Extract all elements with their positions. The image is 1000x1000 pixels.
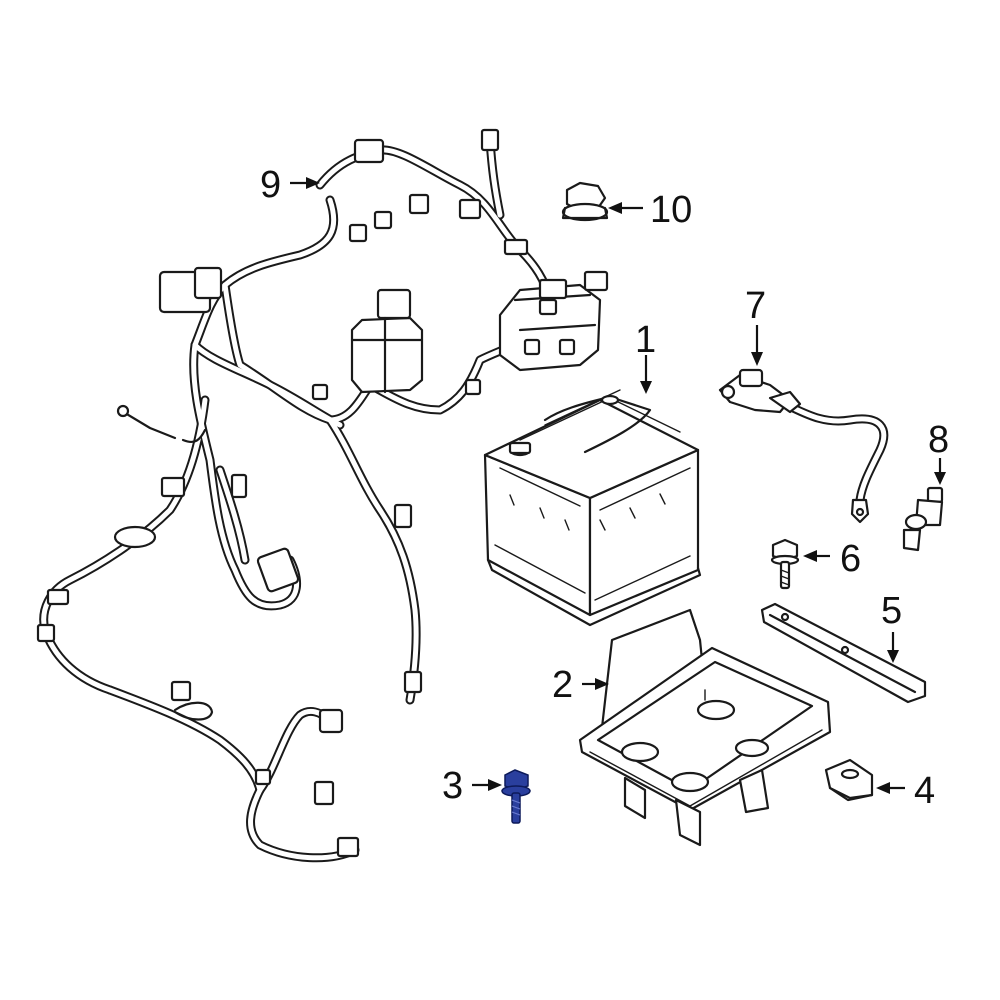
callout-5: 5 [881,590,902,632]
callout-3: 3 [442,765,463,807]
bolt-highlighted[interactable] [501,769,531,824]
callout-arrows [290,177,946,794]
callout-6: 6 [840,538,861,580]
battery[interactable] [483,389,702,627]
callout-labels: 1 2 3 4 5 6 7 8 9 10 [260,164,949,812]
bolt-6[interactable] [770,538,800,590]
battery-tray[interactable] [578,608,832,847]
callout-8: 8 [928,419,949,461]
callout-4: 4 [914,770,935,812]
nut-10[interactable] [561,181,609,222]
callout-1: 1 [635,319,656,361]
sensor-fitting[interactable] [902,486,944,552]
callout-2: 2 [552,664,573,706]
negative-battery-cable[interactable] [718,368,889,524]
fuse-box [498,270,609,372]
callout-9: 9 [260,164,281,206]
callout-10: 10 [650,189,692,231]
clip-nut[interactable] [824,758,874,802]
wiring-harness[interactable] [36,128,609,863]
harness-connectors [36,128,529,858]
relay-module [350,288,424,394]
callout-7: 7 [745,285,766,327]
hold-down-bracket[interactable] [760,602,927,704]
